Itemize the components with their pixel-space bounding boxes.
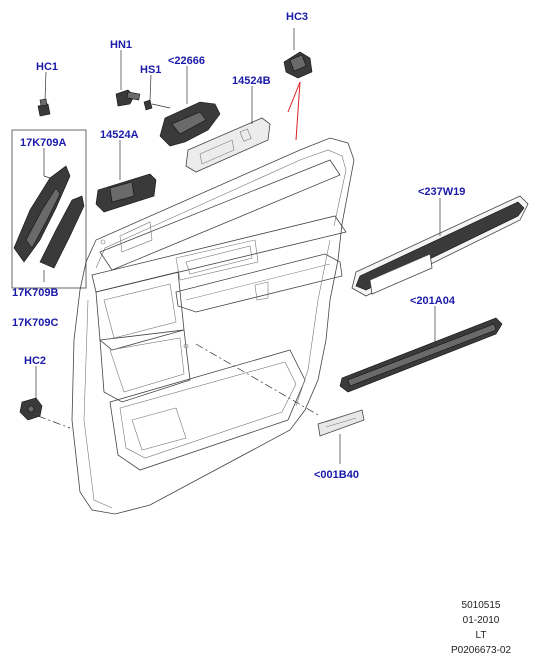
assembly-lines — [37, 343, 321, 429]
callout-hc1: HC1 — [36, 61, 58, 73]
part-17k709b-trim — [39, 195, 85, 269]
part-237w19-trim-strip — [351, 195, 529, 297]
drawing-number: 5010515 — [461, 600, 501, 611]
callout-22666: <22666 — [168, 55, 205, 67]
callout-hc3: HC3 — [286, 11, 308, 23]
drawing-date: 01-2010 — [462, 615, 500, 626]
callout-hc2: HC2 — [24, 355, 46, 367]
drawing-side: LT — [475, 630, 487, 641]
callout-17k709c: 17K709C — [12, 317, 59, 329]
drawing-reference-block: 5010515 01-2010 LT P0206673-02 — [436, 598, 526, 658]
callout-201a04: <201A04 — [410, 295, 456, 307]
part-001b40-badge — [317, 409, 365, 437]
hc3-clip — [283, 51, 313, 79]
callout-14524a: 14524A — [100, 129, 139, 141]
callout-001b40: <001B40 — [314, 469, 359, 481]
drawing-reference: P0206673-02 — [450, 645, 512, 656]
callout-hs1: HS1 — [140, 64, 161, 76]
hc1-clip — [37, 98, 51, 117]
leader-lines — [35, 28, 441, 464]
callout-14524b: 14524B — [232, 75, 271, 87]
part-17k709a-armrest-cover — [11, 129, 87, 289]
part-14524b-switch-bezel — [185, 117, 271, 173]
callout-237w19: <237W19 — [418, 186, 465, 198]
hn1-nut — [115, 89, 141, 107]
callout-hn1: HN1 — [110, 39, 132, 51]
hc2-clip — [19, 397, 43, 421]
part-22666-handle — [159, 101, 221, 147]
part-14524a-switch — [95, 173, 157, 213]
door-panel — [71, 137, 355, 515]
callout-17k709a: 17K709A — [20, 137, 67, 149]
part-201a04-trim-strip — [339, 317, 503, 393]
hs1-screw — [143, 99, 171, 111]
callout-17k709b: 17K709B — [12, 287, 59, 299]
